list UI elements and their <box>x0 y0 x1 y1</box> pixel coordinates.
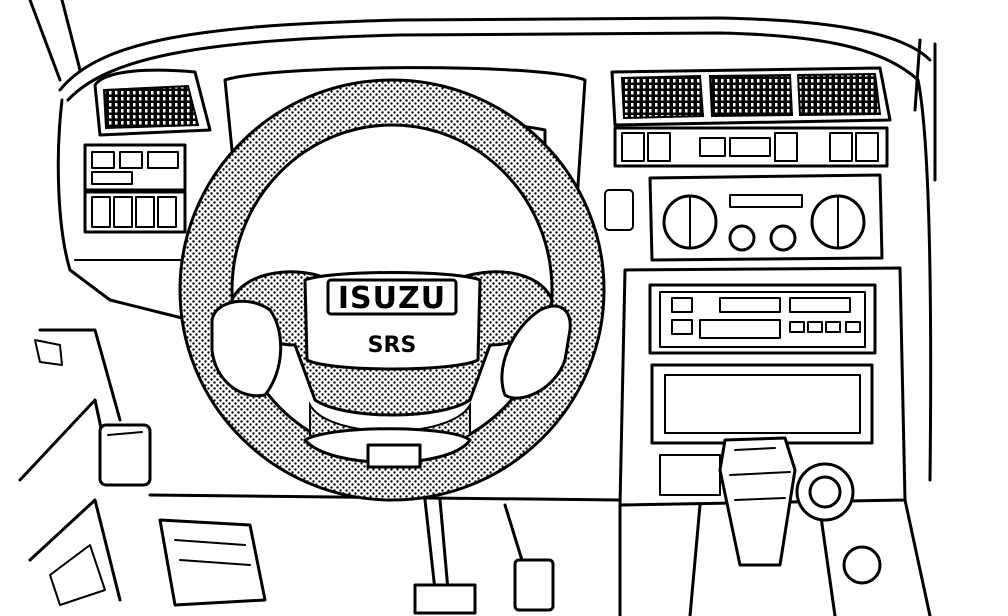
center-console <box>618 266 932 616</box>
cassette-slot <box>789 297 851 313</box>
switch-button[interactable] <box>647 132 671 162</box>
switch-button[interactable] <box>621 132 645 162</box>
radio-button[interactable] <box>671 319 693 335</box>
hub-srs-text: SRS <box>368 333 417 358</box>
switch-button[interactable] <box>135 196 155 228</box>
clutch-pedal <box>98 423 152 487</box>
horn-button[interactable] <box>366 443 422 469</box>
clock-display <box>729 137 771 157</box>
radio-button[interactable] <box>671 297 693 313</box>
radio-button[interactable] <box>845 321 861 333</box>
brake-pedal <box>413 583 477 615</box>
dashboard-outline <box>56 16 933 482</box>
left-air-vent <box>93 68 212 137</box>
center-air-vent <box>620 74 705 120</box>
brand-badge <box>326 278 458 316</box>
switch-button[interactable] <box>157 196 177 228</box>
radio-button[interactable] <box>789 321 805 333</box>
switch-button[interactable] <box>774 132 798 162</box>
radio-display <box>719 297 781 313</box>
switch-button[interactable] <box>113 196 133 228</box>
control-knob[interactable] <box>769 224 797 252</box>
switch-button[interactable] <box>829 132 853 162</box>
steering-wheel[interactable]: ISUZU SRS <box>178 78 606 502</box>
ashtray <box>659 454 721 496</box>
console-knob[interactable] <box>842 545 882 585</box>
left-switch-panel <box>83 143 187 234</box>
radio-button[interactable] <box>699 319 781 339</box>
climate-control-panel <box>604 173 884 262</box>
center-upper-panel <box>610 66 892 168</box>
gear-shifter[interactable] <box>718 436 797 567</box>
switch-button[interactable] <box>91 196 111 228</box>
hub-brand-text: ISUZU <box>338 281 446 316</box>
center-air-vent <box>708 73 794 118</box>
side-switch[interactable] <box>604 189 634 231</box>
radio-button[interactable] <box>825 321 841 333</box>
hazard-button[interactable] <box>699 137 726 157</box>
control-knob[interactable] <box>728 224 756 252</box>
pedals <box>98 423 622 615</box>
radio-button[interactable] <box>807 321 823 333</box>
switch-button[interactable] <box>855 132 879 162</box>
accelerator-pedal <box>513 558 555 612</box>
right-air-vent <box>796 72 882 117</box>
